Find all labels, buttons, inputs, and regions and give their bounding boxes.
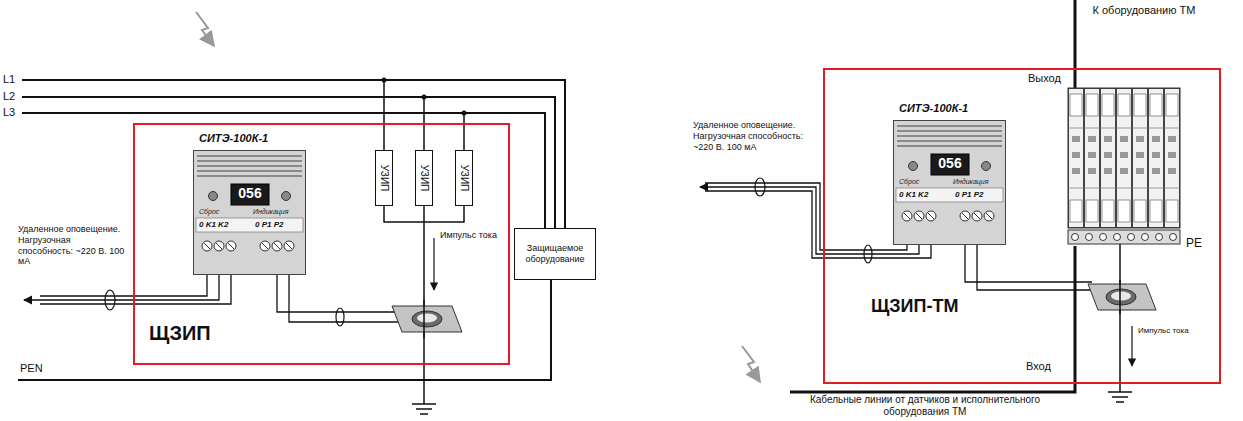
side-note: Выход (1028, 72, 1061, 85)
cabinet-frame: ЩЗИП СИТЭ-100К-1 056Сброс Индикация 0 K1 K2 0… (133, 123, 510, 365)
line-name: L1 (3, 73, 15, 86)
monitor-device: СИТЭ-100К-1056СбросИндикация0 K1 K20 P1 … (193, 150, 306, 275)
alarm-note: Удаленное оповещение. Нагрузочная способ… (18, 224, 126, 267)
equipment-box: Защищаемое оборудование (514, 228, 596, 280)
line-name: PEN (20, 362, 43, 375)
alarm-note: Удаленное оповещение. Нагрузочная способ… (693, 120, 805, 152)
terminal-names: 0 K1 K2 (199, 220, 228, 230)
box-label: Защищаемое оборудование (515, 243, 595, 265)
cable-note: Кабельные линии от датчиков и исполнител… (790, 394, 1060, 418)
button-label: Сброс (899, 178, 919, 186)
terminal-names: 0 P1 P2 (955, 190, 983, 200)
terminal-names: 0 P1 P2 (255, 220, 283, 230)
direction-note: К оборудованию ТМ (1084, 4, 1204, 17)
line-name: L2 (3, 90, 15, 103)
surge-protector: УЗИП (375, 150, 393, 206)
device-label: УЗИП (458, 165, 470, 192)
device-label: УЗИП (378, 165, 390, 192)
button-label: Индикация (253, 208, 288, 216)
surge-protector: УЗИП (415, 150, 433, 206)
current-note: Импульс тока (440, 230, 502, 241)
display-value: 056 (931, 155, 969, 172)
device-model: СИТЭ-100К-1 (899, 102, 968, 115)
button-label: Сброс (199, 208, 219, 216)
current-note: Импульс тока (1138, 326, 1190, 336)
cabinet-label: ЩЗИП-ТМ (871, 296, 958, 318)
device-label: УЗИП (418, 165, 430, 192)
line-name: L3 (3, 106, 15, 119)
monitor-device: СИТЭ-100К-1056СбросИндикация0 K1 K20 P1 … (893, 120, 1006, 245)
side-note: Вход (1026, 360, 1051, 373)
button-label: Индикация (953, 178, 988, 186)
display-value: 056 (231, 185, 269, 202)
line-name: PE (1186, 236, 1202, 250)
terminal-names: 0 K1 K2 (899, 190, 928, 200)
device-model: СИТЭ-100К-1 (199, 132, 268, 145)
cabinet-frame: ЩЗИП-ТМ СИТЭ-100К-1 056Сброс Индикация 0 K1 … (823, 68, 1221, 384)
surge-protector: УЗИП (455, 150, 473, 206)
cabinet-label: ЩЗИП (149, 321, 211, 345)
